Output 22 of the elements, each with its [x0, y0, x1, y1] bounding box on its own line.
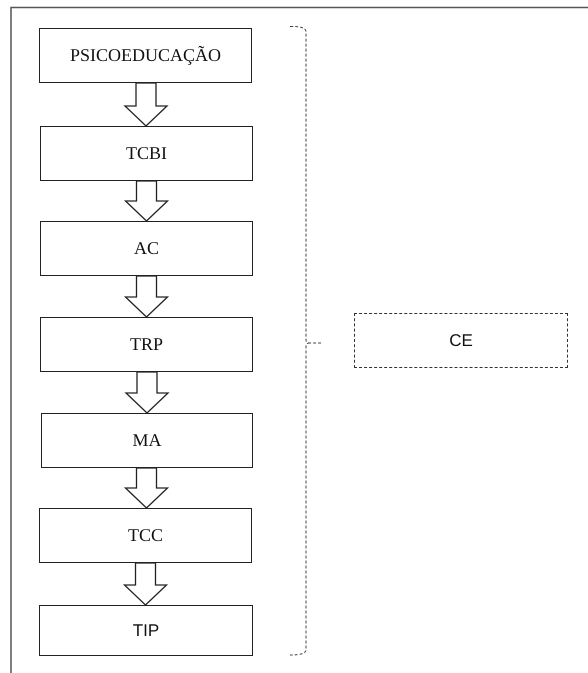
box-label: TIP	[132, 620, 160, 640]
box-label: MA	[132, 430, 162, 451]
box-label: TRP	[130, 334, 163, 355]
block-arrow	[124, 275, 170, 318]
process-box	[354, 313, 568, 368]
block-arrow	[124, 371, 170, 414]
block-arrow	[123, 82, 169, 127]
block-arrow	[124, 180, 170, 222]
box-label: CE	[449, 330, 473, 350]
box-label: TCBI	[126, 143, 167, 164]
box-label: TCC	[128, 525, 163, 546]
block-arrow	[122, 562, 168, 606]
box-label: AC	[134, 238, 159, 259]
process-box	[40, 317, 253, 372]
process-box	[39, 508, 252, 563]
box-label: PSICOEDUCAÇÃO	[70, 45, 222, 66]
block-arrow	[124, 467, 170, 509]
process-box	[40, 126, 253, 181]
process-box	[40, 221, 253, 276]
process-box	[39, 28, 252, 83]
process-box	[41, 413, 253, 468]
process-box	[39, 605, 253, 656]
